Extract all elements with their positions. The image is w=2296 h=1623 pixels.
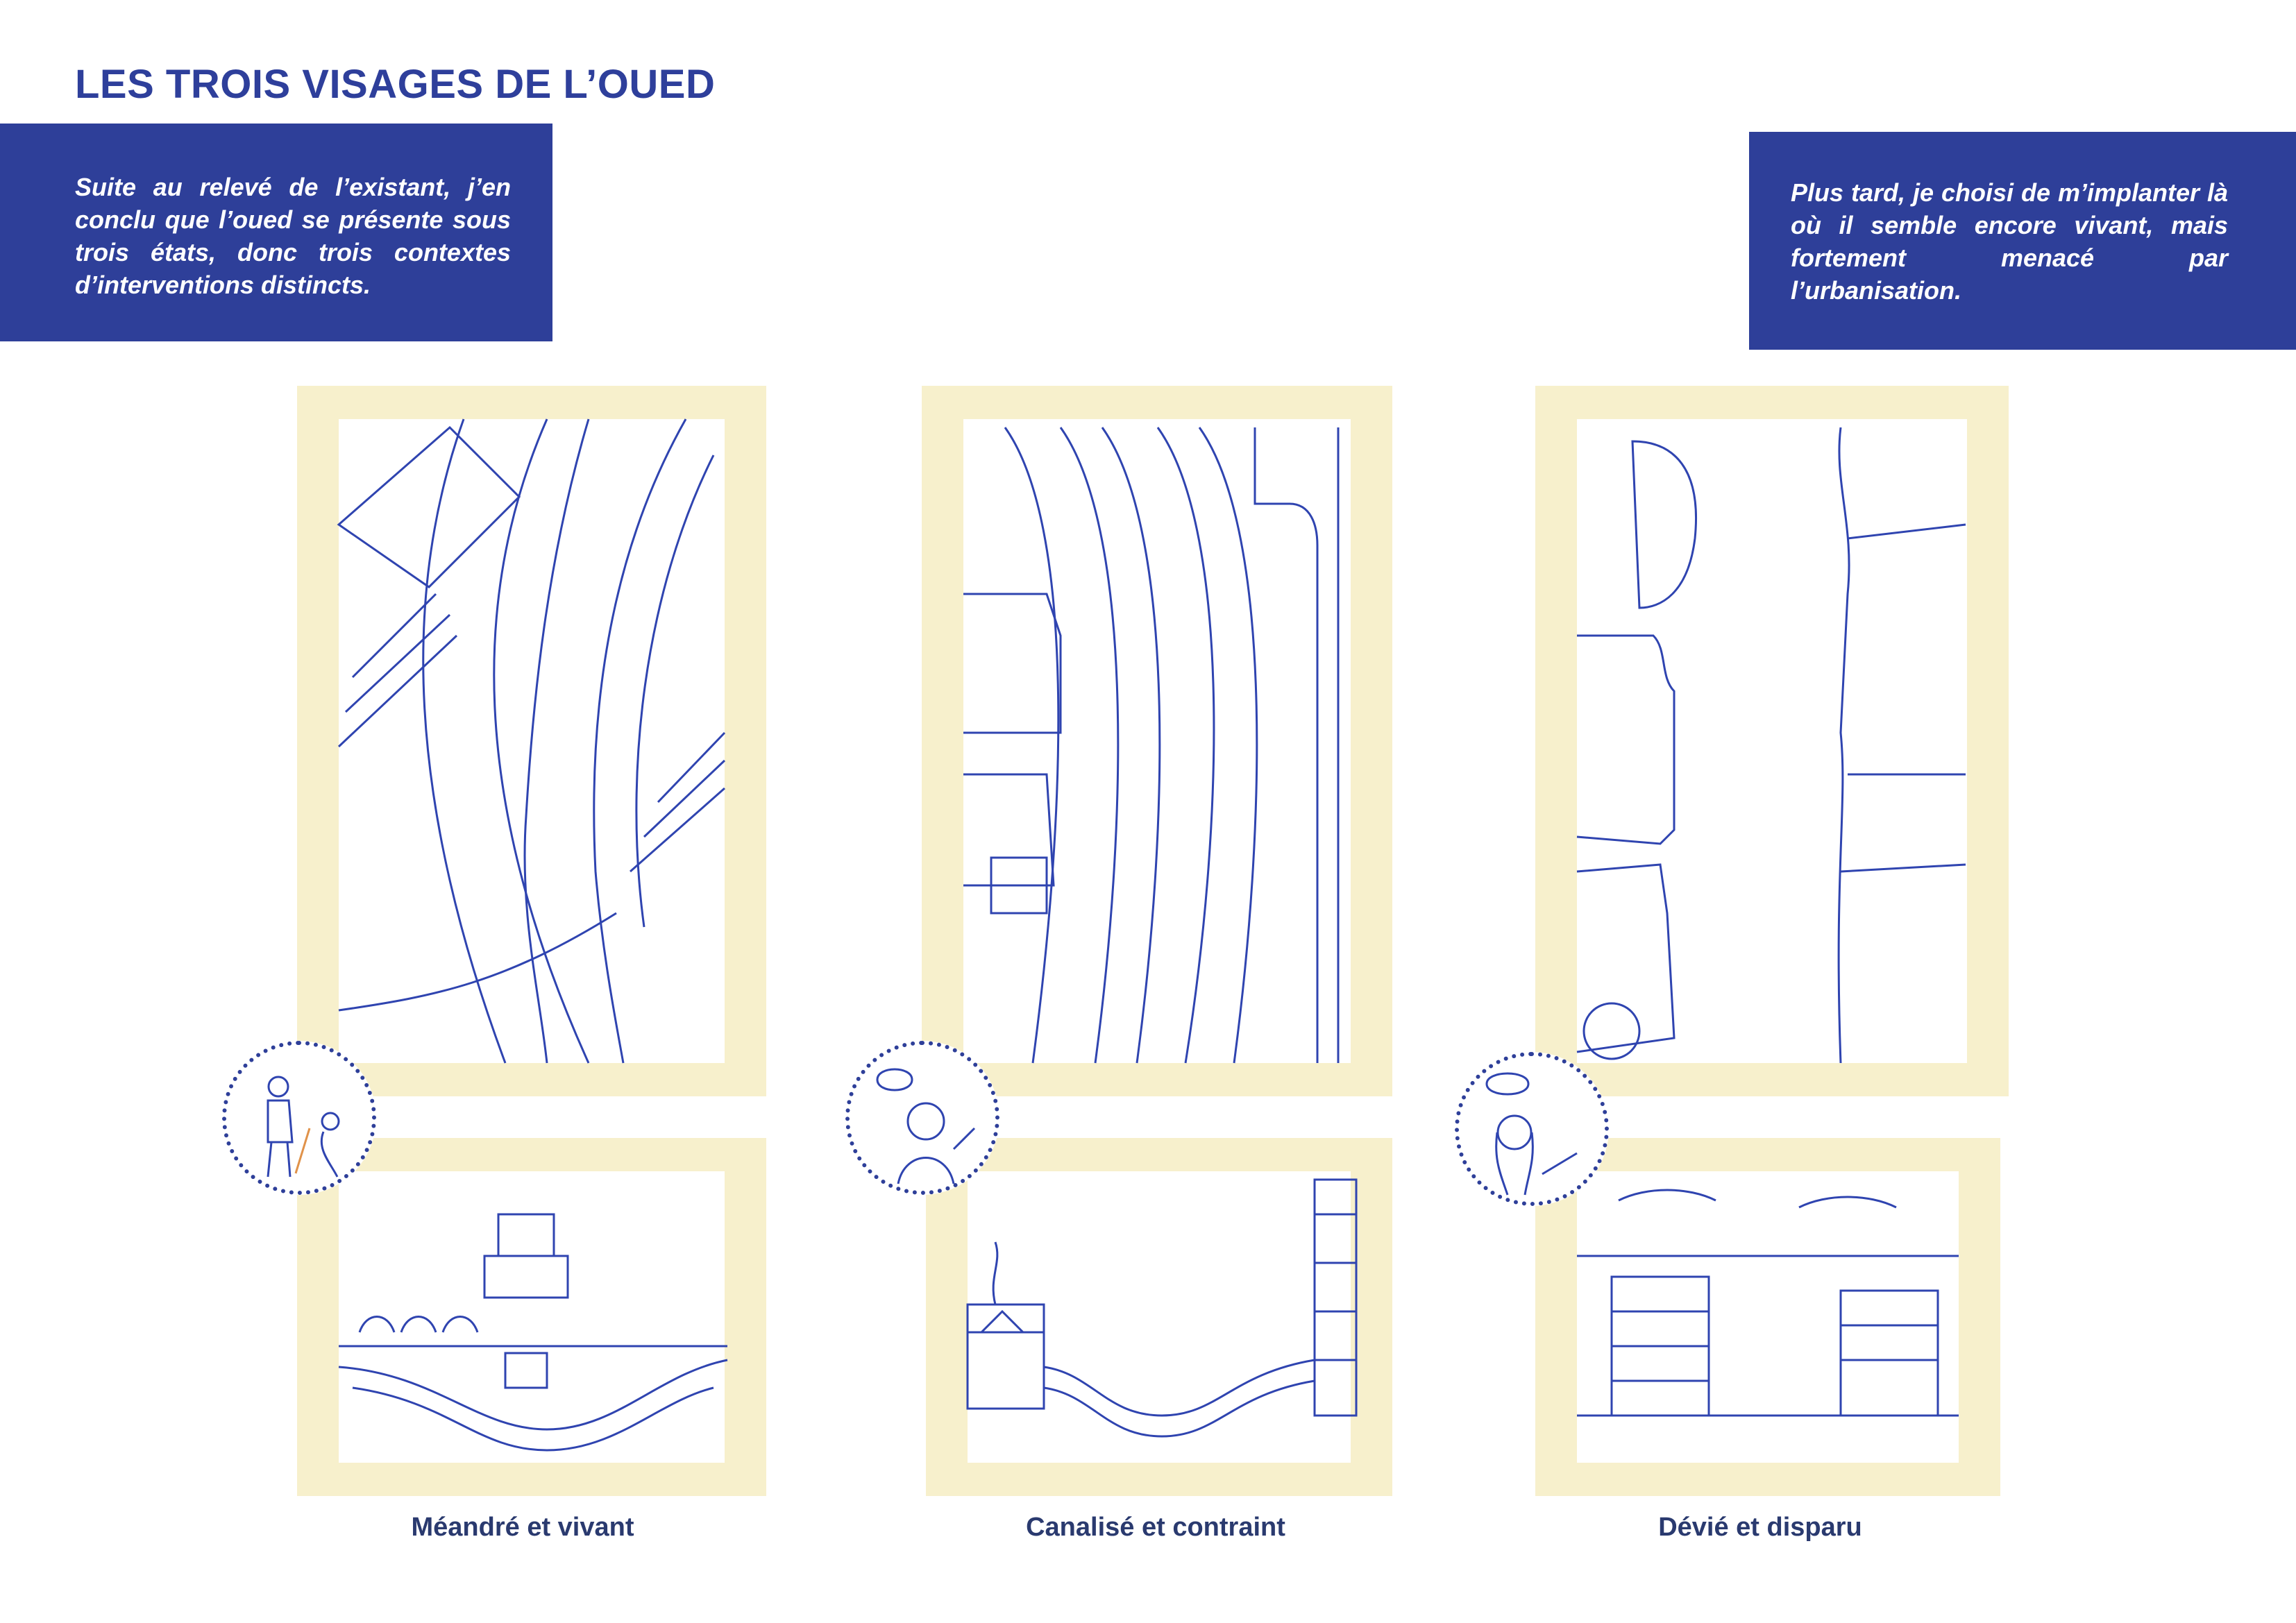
- intro-text: Suite au relevé de l’existant, j’en conc…: [75, 173, 511, 299]
- person-drawing-icon: [222, 1041, 376, 1195]
- section-sketch-meander: [297, 1138, 766, 1496]
- caption-meander: Méandré et vivant: [411, 1513, 634, 1542]
- section-sketch-diverted: [1535, 1138, 2000, 1496]
- caption-diverted: Dévié et disparu: [1658, 1513, 1862, 1542]
- outro-text: Plus tard, je choisi de m’implanter là o…: [1791, 178, 2228, 305]
- person-gesturing-icon: [1455, 1052, 1609, 1206]
- caption-canal: Canalisé et contraint: [1026, 1513, 1285, 1542]
- page-title: LES TROIS VISAGES DE L’OUED: [75, 62, 716, 107]
- outro-box: Plus tard, je choisi de m’implanter là o…: [1749, 132, 2296, 350]
- person-speaking-icon: [845, 1041, 999, 1195]
- intro-box: Suite au relevé de l’existant, j’en conc…: [0, 124, 552, 341]
- section-sketch-canal: [926, 1138, 1392, 1496]
- plan-sketch-canal: [922, 386, 1392, 1096]
- plan-sketch-diverted: [1535, 386, 2009, 1096]
- plan-sketch-meander: [297, 386, 766, 1096]
